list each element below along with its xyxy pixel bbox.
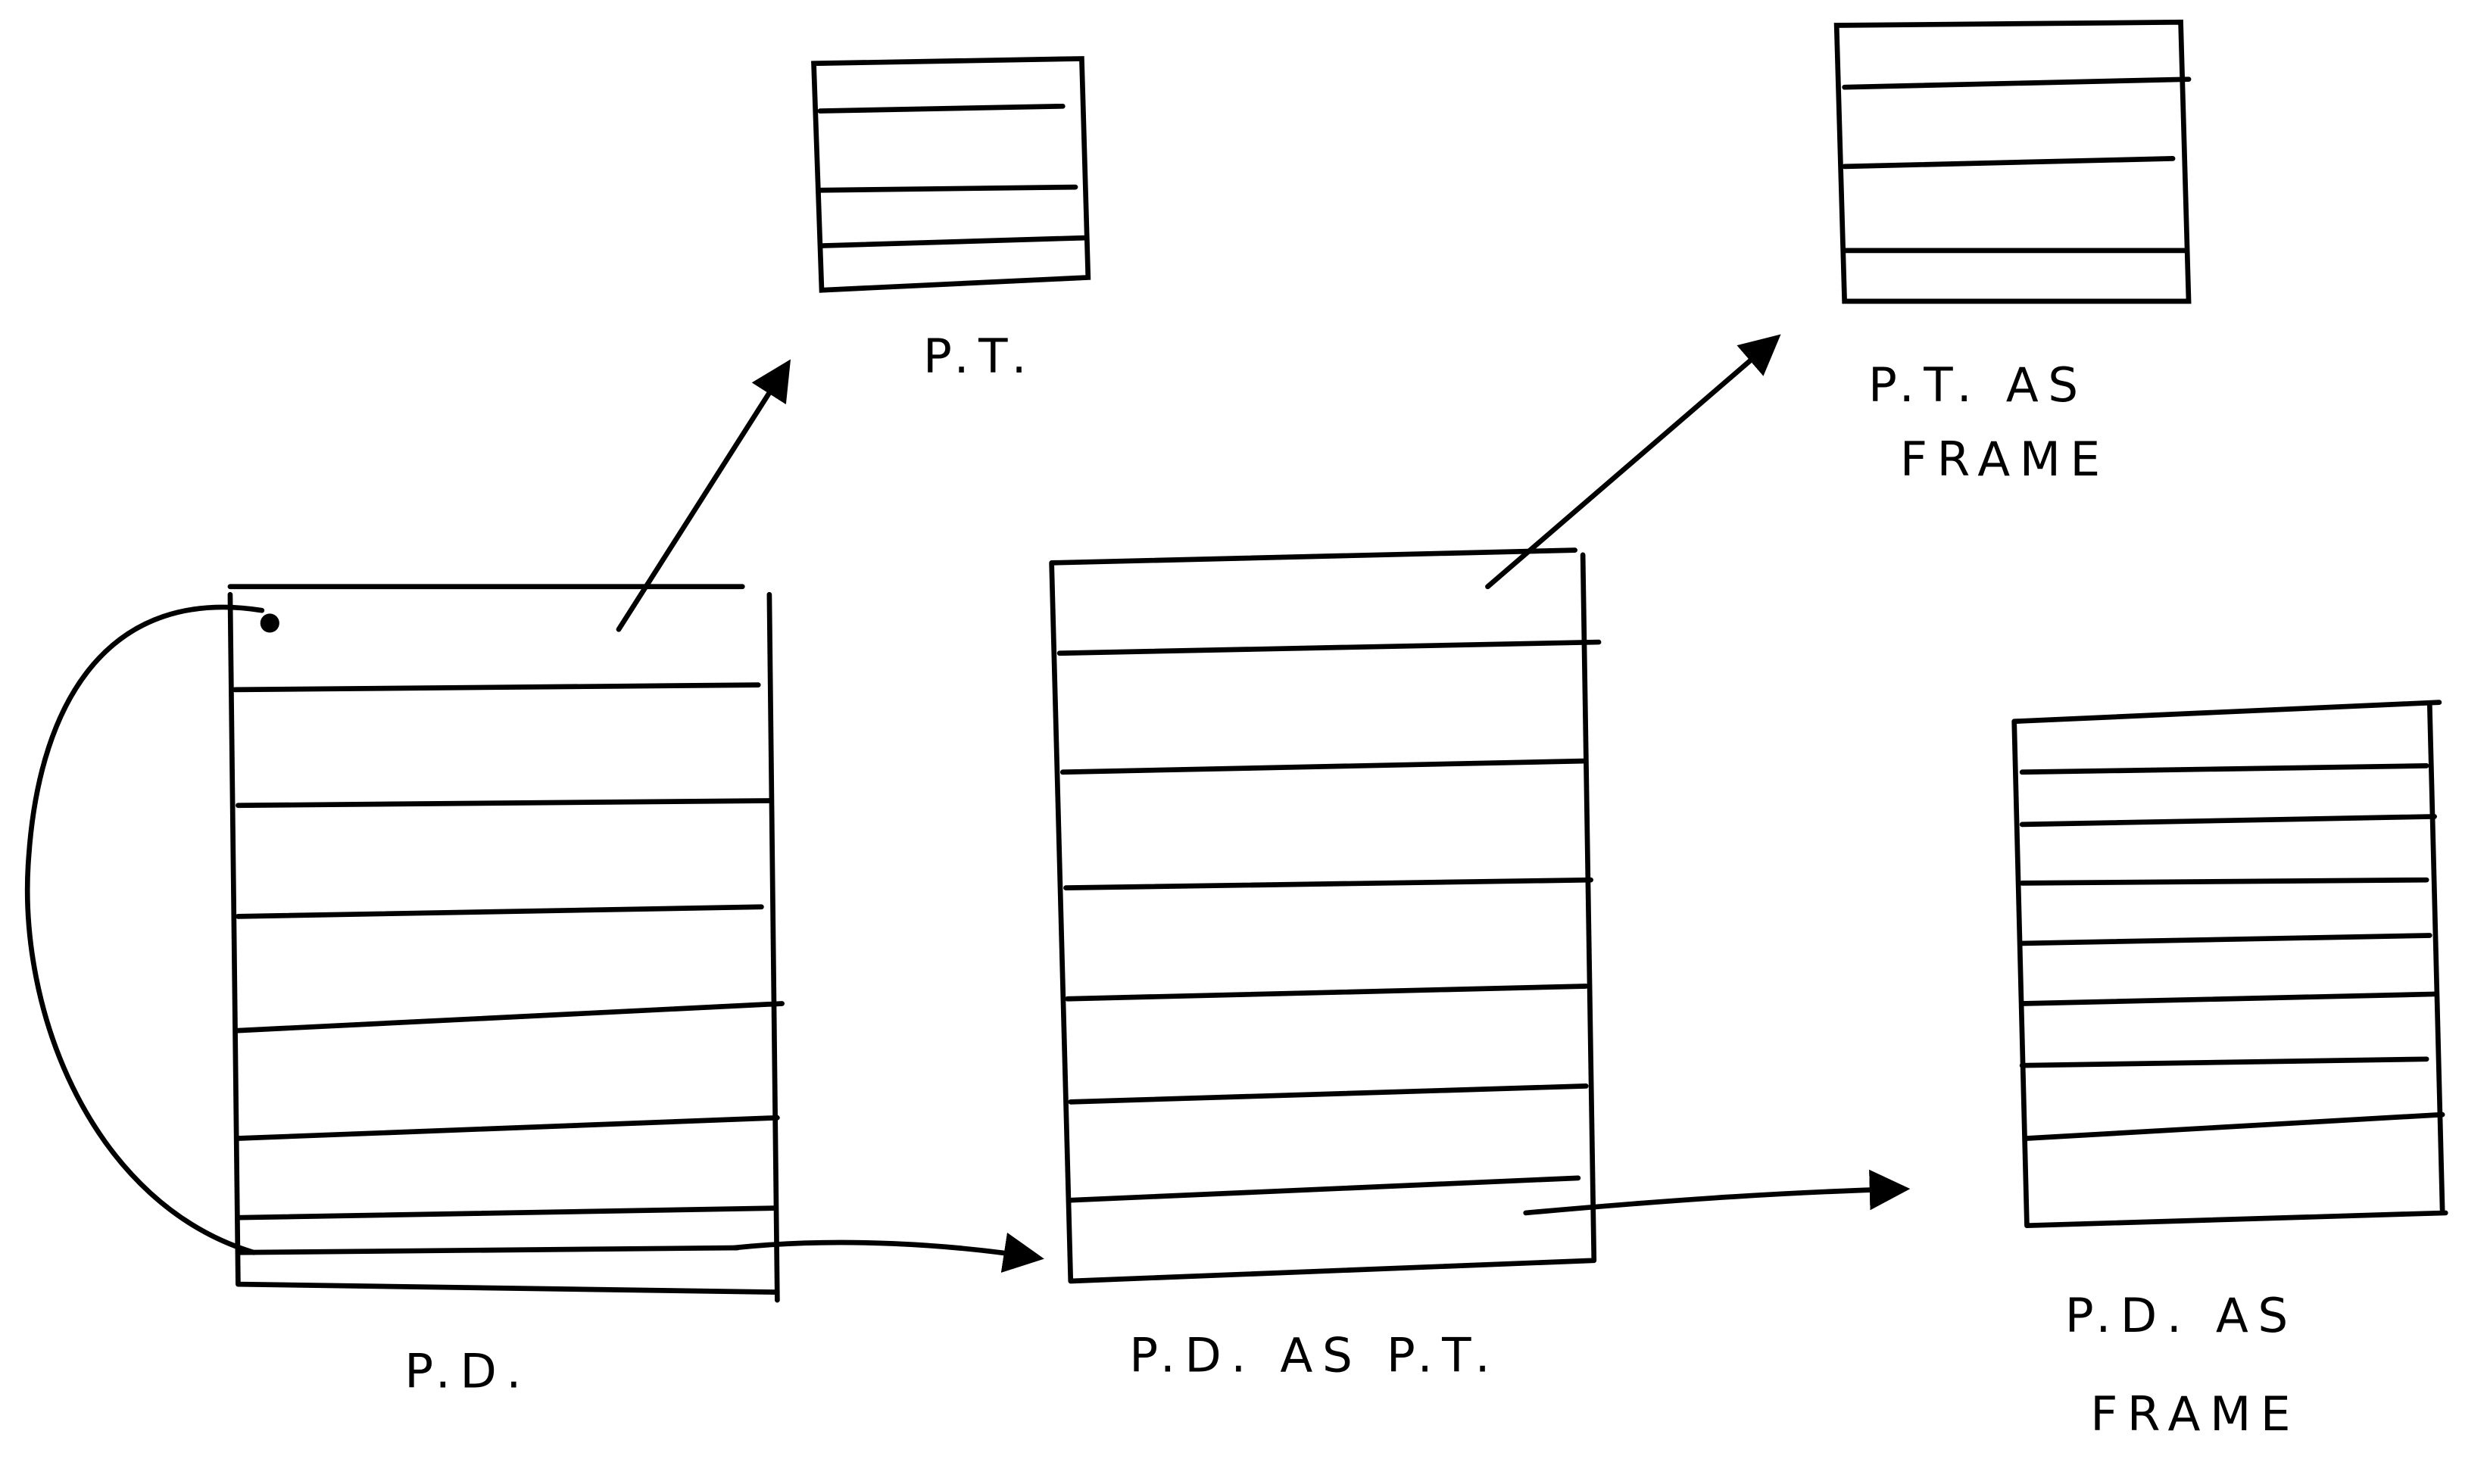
pt-as-frame-label-line1: P.T. AS	[1868, 357, 2088, 413]
self-reference-dot	[260, 613, 279, 633]
pd-as-pt-label: P.D. AS P.T.	[1129, 1327, 1499, 1383]
arrow-pd-to-pdaspt	[732, 1232, 1044, 1273]
page-table-box	[811, 56, 1091, 293]
pt-as-frame-label-line2: FRAME	[1900, 432, 2110, 487]
pd-as-pt-box	[1049, 547, 1602, 1284]
pd-as-frame-label-line2: FRAME	[2090, 1386, 2300, 1442]
pd-as-frame-label-line1: P.D. AS	[2065, 1288, 2298, 1343]
pt-label: P.T.	[923, 329, 1036, 384]
pd-as-frame-box	[2011, 700, 2448, 1229]
arrow-pdaspt-to-pdasframe	[1523, 1169, 1911, 1216]
arrow-pd-to-pt	[616, 359, 791, 632]
self-reference-curve	[24, 604, 265, 1255]
arrow-pdaspt-to-ptasframe	[1485, 334, 1781, 590]
page-directory-box	[227, 584, 785, 1303]
pd-label: P.D.	[404, 1343, 531, 1398]
pt-as-frame-box	[1833, 19, 2192, 304]
